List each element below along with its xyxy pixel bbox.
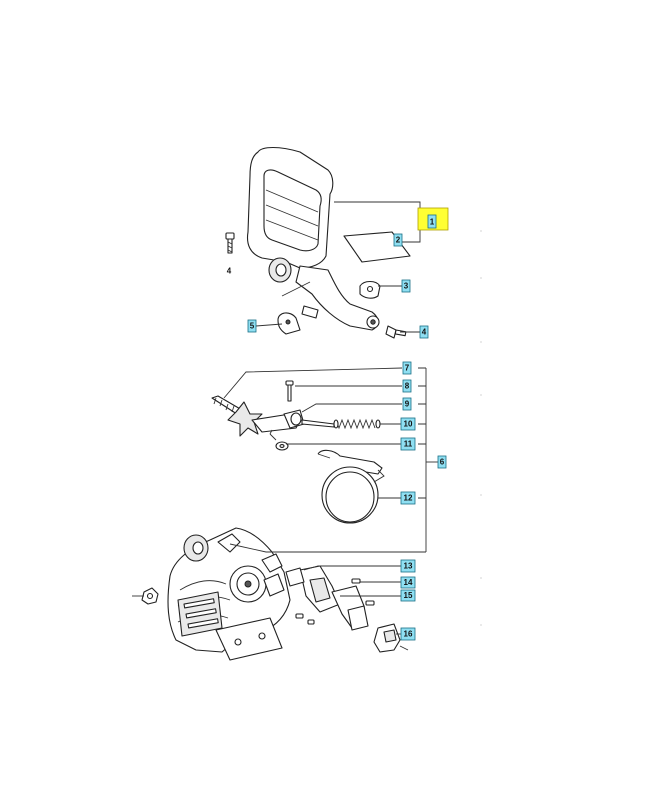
svg-text:9: 9 bbox=[405, 400, 410, 409]
brake-band bbox=[317, 449, 385, 524]
callout-3[interactable]: 3 bbox=[401, 279, 411, 293]
callout-14[interactable]: 14 bbox=[400, 576, 416, 589]
callout-11[interactable]: 11 bbox=[400, 437, 416, 451]
callout-9[interactable]: 9 bbox=[402, 397, 412, 411]
brake-bracket bbox=[285, 565, 375, 631]
svg-text:16: 16 bbox=[404, 630, 413, 639]
callout-15[interactable]: 15 bbox=[400, 589, 416, 602]
callout-16[interactable]: 16 bbox=[400, 627, 416, 641]
screw-right bbox=[385, 325, 407, 339]
callout-1[interactable]: 1 bbox=[417, 207, 449, 231]
brake-mechanism bbox=[211, 380, 381, 451]
svg-text:15: 15 bbox=[404, 591, 413, 600]
svg-text:8: 8 bbox=[405, 382, 410, 391]
svg-text:14: 14 bbox=[404, 578, 413, 587]
svg-text:11: 11 bbox=[404, 440, 413, 449]
lock-washer bbox=[269, 429, 289, 451]
svg-text:13: 13 bbox=[404, 562, 413, 571]
margin-ticks bbox=[480, 230, 482, 626]
callout-12[interactable]: 12 bbox=[400, 491, 416, 505]
knee-cam bbox=[277, 305, 319, 335]
cover-nut bbox=[141, 587, 159, 605]
callout-4-right[interactable]: 4 bbox=[419, 325, 429, 339]
hand-guard bbox=[246, 146, 380, 331]
svg-text:7: 7 bbox=[405, 364, 410, 373]
brake-spring bbox=[333, 418, 381, 430]
callout-13[interactable]: 13 bbox=[400, 559, 416, 573]
svg-text:5: 5 bbox=[250, 322, 255, 331]
screw-left bbox=[225, 232, 235, 254]
decal-label bbox=[343, 231, 411, 263]
callout-4-left[interactable]: 4 bbox=[227, 267, 232, 276]
svg-text:1: 1 bbox=[430, 218, 435, 227]
svg-text:2: 2 bbox=[396, 236, 401, 245]
callout-6[interactable]: 6 bbox=[437, 455, 447, 469]
svg-text:4: 4 bbox=[422, 328, 427, 337]
brake-lever-16 bbox=[373, 623, 409, 653]
callout-5[interactable]: 5 bbox=[247, 319, 257, 333]
callout-2[interactable]: 2 bbox=[393, 233, 403, 247]
spring-clip bbox=[359, 280, 381, 299]
callout-8[interactable]: 8 bbox=[402, 379, 412, 393]
svg-text:12: 12 bbox=[404, 494, 413, 503]
svg-text:6: 6 bbox=[440, 458, 445, 467]
svg-text:10: 10 bbox=[404, 420, 413, 429]
clutch-cover bbox=[141, 527, 291, 661]
callout-10[interactable]: 10 bbox=[400, 417, 416, 431]
callout-7[interactable]: 7 bbox=[402, 361, 412, 375]
svg-text:3: 3 bbox=[404, 282, 409, 291]
svg-text:4: 4 bbox=[227, 267, 232, 276]
